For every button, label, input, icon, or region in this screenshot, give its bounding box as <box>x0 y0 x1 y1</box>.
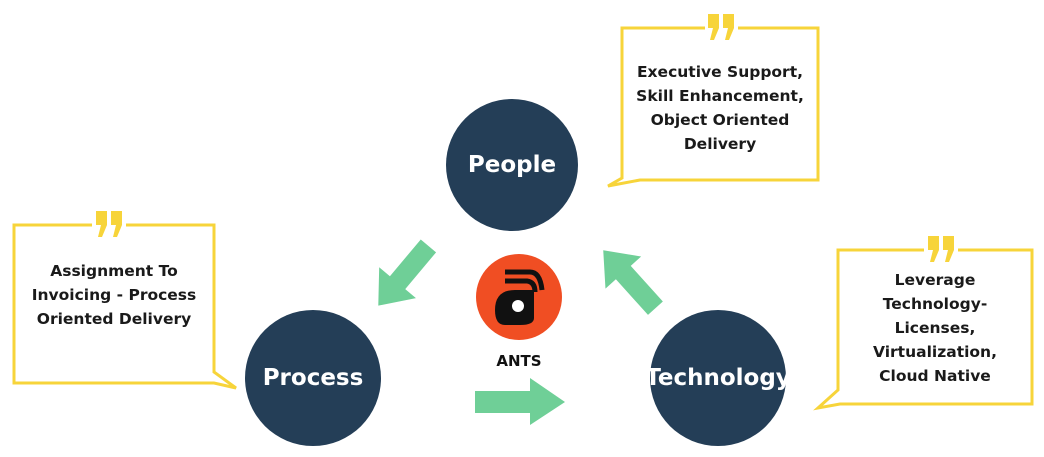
callout-line: Assignment To <box>50 262 178 280</box>
callout-line: Skill Enhancement, <box>636 87 804 105</box>
callout-line: Executive Support, <box>636 63 804 81</box>
callout-line: Invoicing - Process <box>31 286 197 304</box>
arrow-process-to-technology <box>475 378 565 425</box>
callout-line: Oriented Delivery <box>36 310 192 328</box>
callout-line: Cloud Native <box>879 367 991 385</box>
callout-line: Licenses, <box>894 319 976 337</box>
node-process-label: Process <box>262 365 364 391</box>
quote-icon-process <box>96 211 122 237</box>
callout-technology-text: Leverage Technology- Licenses, Virtualiz… <box>840 268 1030 388</box>
node-people-label: People <box>467 152 557 178</box>
callout-process-text: Assignment To Invoicing - Process Orient… <box>16 259 212 331</box>
ants-label: ANTS <box>496 352 542 370</box>
quote-icon-people <box>708 14 734 40</box>
quote-icon-technology <box>928 236 954 262</box>
node-process <box>245 310 381 446</box>
callout-technology-border <box>813 248 1034 411</box>
node-technology <box>650 310 786 446</box>
callout-line: Virtualization, <box>873 343 997 361</box>
callout-people-border <box>607 26 820 188</box>
node-people <box>446 99 578 231</box>
arrow-technology-to-people <box>603 250 663 315</box>
callout-line: Leverage <box>894 271 976 289</box>
callout-people-text: Executive Support, Skill Enhancement, Ob… <box>624 60 816 156</box>
arrow-people-to-process <box>378 239 437 306</box>
callout-line: Technology- <box>882 295 988 313</box>
ants-logo-icon <box>476 254 562 340</box>
callout-line: Object Oriented <box>650 111 790 129</box>
callout-line: Delivery <box>683 135 757 153</box>
callout-process-border <box>12 223 237 390</box>
node-technology-label: Technology <box>645 365 791 391</box>
